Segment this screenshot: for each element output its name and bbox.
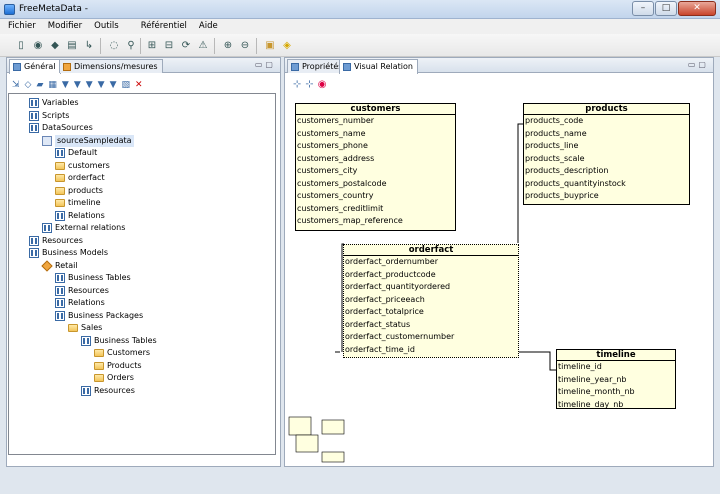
filter-remove-icon[interactable]: ▼ [97, 80, 110, 90]
minimize-button[interactable]: – [632, 1, 654, 16]
close-button[interactable]: ✕ [678, 1, 716, 16]
app-icon [4, 4, 15, 15]
diagram-canvas[interactable]: customers customers_number customers_nam… [288, 91, 708, 466]
field-row[interactable]: orderfact_customernumber [345, 332, 455, 341]
open-icon[interactable]: ◉ [33, 40, 43, 51]
field-row[interactable]: orderfact_time_id [345, 344, 415, 354]
pane-controls-right[interactable]: ▭▢ [687, 60, 709, 69]
table-products[interactable]: products products_code products_name pro… [523, 103, 690, 205]
new-source-icon[interactable]: ◇ [24, 80, 37, 90]
field-row[interactable]: orderfact_totalprice [345, 307, 424, 316]
field-row[interactable]: orderfact_priceeach [345, 294, 425, 304]
tab-visual-relation[interactable]: Visual Relation [339, 59, 418, 74]
arrange-icon[interactable]: ⊹ [305, 79, 318, 90]
packages-icon[interactable]: ▧ [121, 80, 136, 90]
new-icon[interactable]: ▯ [18, 40, 24, 51]
layout-icon[interactable]: ⊹ [293, 79, 306, 90]
menu-referentiel[interactable]: Référentiel [140, 21, 187, 31]
table-customers[interactable]: customers customers_number customers_nam… [295, 103, 456, 231]
field-row[interactable]: timeline_day_nb [558, 399, 624, 409]
refresh-icon[interactable]: ◌ [109, 40, 119, 51]
zoom-in-icon[interactable]: ⊕ [223, 40, 233, 51]
link-icon[interactable]: ⚲ [127, 40, 135, 51]
collapse-icon[interactable]: ⇲ [12, 80, 25, 90]
diagram-toolbar: ⊹⊹◉ [293, 79, 331, 90]
field-row[interactable]: products_quantityinstock [525, 178, 626, 188]
maximize-button[interactable]: □ [655, 1, 677, 16]
filter-edit-icon[interactable]: ▼ [85, 80, 98, 90]
main-toolbar: ▯ ◉ ◆ ▤ ↳ ◌ ⚲ ⊞ ⊟ ⟳ ⚠ ⊕ ⊖ ▣ ◈ [0, 34, 720, 57]
left-tabstrip: Général Dimensions/mesures ▭▢ [7, 58, 280, 74]
lock-icon[interactable]: ▣ [265, 40, 275, 51]
field-row[interactable]: customers_postalcode [297, 178, 387, 188]
field-row[interactable]: timeline_month_nb [558, 387, 635, 396]
menu-aide[interactable]: Aide [198, 21, 218, 31]
delete-icon[interactable]: ✕ [135, 80, 148, 90]
table-icon[interactable]: ▦ [48, 80, 62, 90]
connect-icon[interactable]: ↳ [84, 40, 94, 51]
field-row[interactable]: orderfact_ordernumber [345, 257, 438, 266]
add-column-icon[interactable]: ⊟ [164, 40, 174, 51]
field-row[interactable]: customers_country [297, 191, 374, 200]
right-tabstrip: Propriétés Visual Relation ▭▢ [285, 58, 713, 74]
title-bar: FreeMetaData - – □ ✕ [0, 0, 720, 19]
field-row[interactable]: customers_map_reference [297, 216, 403, 225]
field-row[interactable]: timeline_year_nb [558, 374, 627, 384]
add-table-icon[interactable]: ⊞ [147, 40, 157, 51]
table-orderfact[interactable]: orderfact orderfact_ordernumber orderfac… [343, 244, 519, 358]
filter-add-icon[interactable]: ▼ [73, 80, 86, 90]
table-timeline[interactable]: timeline timeline_id timeline_year_nb ti… [556, 349, 676, 409]
status-bar [0, 470, 720, 494]
field-row[interactable]: customers_city [297, 166, 358, 175]
shield-icon[interactable]: ◈ [283, 40, 291, 51]
field-row[interactable]: orderfact_status [345, 319, 411, 329]
metadata-tree: Variables Scripts DataSources sourceSamp… [8, 93, 276, 455]
field-row[interactable]: products_scale [525, 153, 585, 163]
field-row[interactable]: customers_number [297, 116, 375, 125]
window-title: FreeMetaData - [19, 4, 89, 14]
sync-icon[interactable]: ⟳ [181, 40, 191, 51]
menu-modifier[interactable]: Modifier [47, 21, 83, 31]
field-row[interactable]: products_buyprice [525, 191, 599, 200]
save-icon[interactable]: ◆ [51, 40, 59, 51]
table-timeline-title: timeline [557, 350, 675, 361]
zoom-out-icon[interactable]: ⊖ [240, 40, 250, 51]
field-row[interactable]: orderfact_quantityordered [345, 282, 451, 291]
field-row[interactable]: customers_creditlimit [297, 203, 384, 213]
table-products-title: products [524, 104, 689, 115]
warning-icon[interactable]: ⚠ [198, 40, 208, 51]
filter-icon[interactable]: ▼ [61, 80, 74, 90]
menu-outils[interactable]: Outils [94, 21, 119, 31]
field-row[interactable]: timeline_id [558, 362, 602, 371]
field-row[interactable]: products_code [525, 116, 584, 125]
relation-lines [288, 121, 558, 463]
filter-clear-icon[interactable]: ▼ [109, 80, 122, 90]
field-row[interactable]: products_description [525, 166, 609, 175]
export-icon[interactable]: ▤ [67, 40, 77, 51]
pane-controls[interactable]: ▭▢ [254, 60, 276, 69]
field-row[interactable]: customers_name [297, 128, 366, 138]
menu-fichier[interactable]: Fichier [8, 21, 36, 31]
menu-bar: Fichier Modifier Outils Référentiel Aide [0, 19, 720, 34]
field-row[interactable]: customers_address [297, 153, 375, 163]
tab-dimensions-mesures[interactable]: Dimensions/mesures [59, 59, 163, 73]
folder-icon[interactable]: ▰ [36, 80, 49, 90]
table-customers-title: customers [296, 104, 455, 115]
field-row[interactable]: products_name [525, 128, 587, 138]
tree-toolbar: ⇲◇▰▦▼▼▼▼▼▧✕ [12, 80, 148, 90]
table-orderfact-title: orderfact [344, 245, 518, 256]
field-row[interactable]: products_line [525, 141, 579, 150]
field-row[interactable]: orderfact_productcode [345, 269, 436, 279]
field-row[interactable]: customers_phone [297, 141, 368, 150]
color-wheel-icon[interactable]: ◉ [317, 79, 331, 90]
tab-general[interactable]: Général [9, 59, 61, 74]
